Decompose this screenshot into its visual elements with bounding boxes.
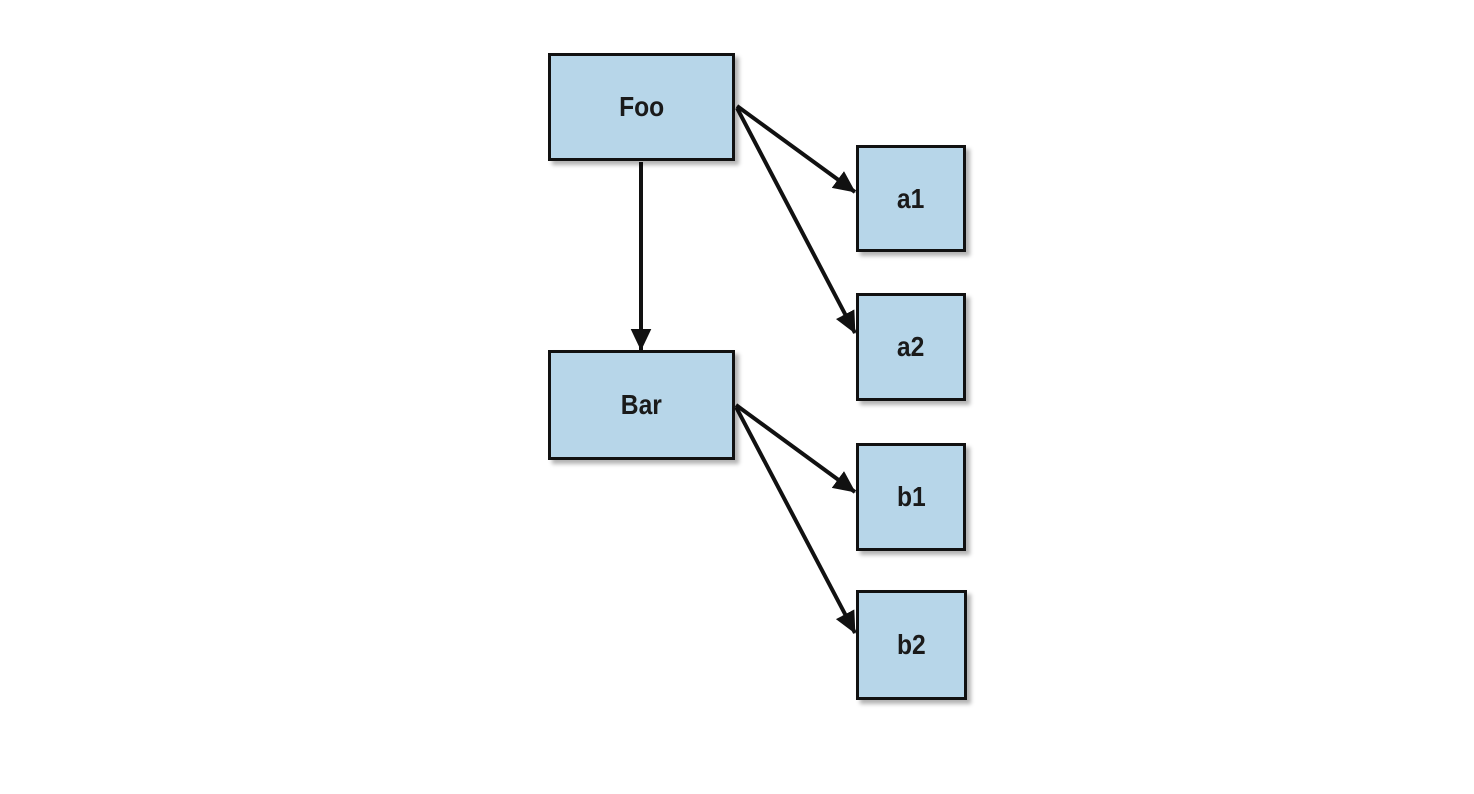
node-b1-label: b1 xyxy=(896,481,926,512)
edge-foo-a1 xyxy=(735,104,857,194)
node-bar-label: Bar xyxy=(620,389,663,420)
edge-bar-b1 xyxy=(734,403,857,494)
node-b1: b1 xyxy=(856,443,966,551)
node-a2: a2 xyxy=(856,293,966,401)
node-a1: a1 xyxy=(856,145,966,252)
node-a1-label: a1 xyxy=(897,182,925,214)
node-foo: Foo xyxy=(548,53,735,161)
node-b2: b2 xyxy=(856,590,967,700)
edge-foo-a2 xyxy=(735,107,857,334)
node-b2-label: b2 xyxy=(897,629,926,660)
node-foo-label: Foo xyxy=(618,91,665,122)
node-a2-label: a2 xyxy=(897,331,925,362)
edge-bar-b2 xyxy=(734,406,857,634)
node-bar: Bar xyxy=(548,350,735,460)
